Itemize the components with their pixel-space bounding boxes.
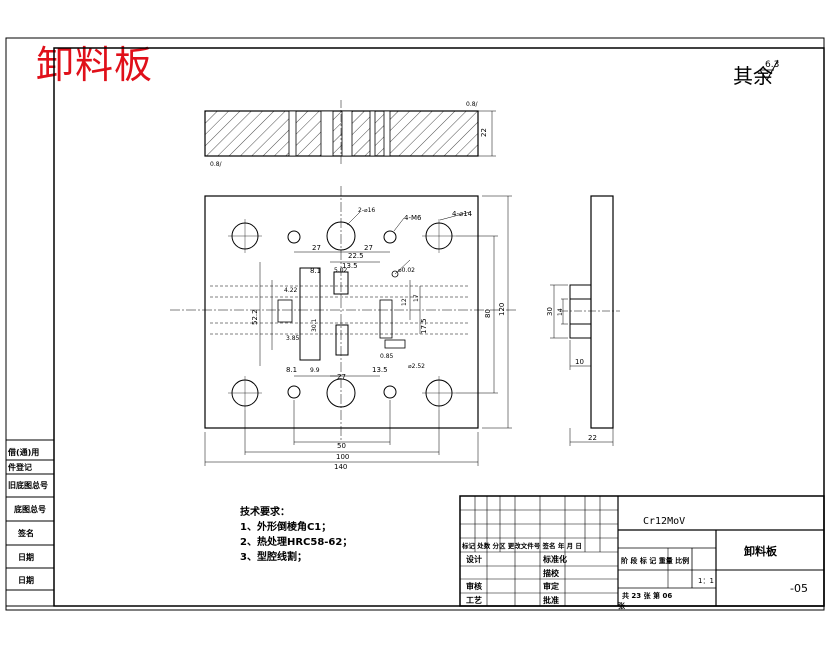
dim-27-bot: 27 bbox=[337, 373, 346, 381]
top-section-view: 22 0.8/ 0.8/ bbox=[204, 100, 496, 168]
scale-value: 1：1 bbox=[698, 577, 714, 585]
revision-headers: 标记 处数 分区 更改文件号 签名 年 月 日 bbox=[462, 542, 582, 550]
row-review-label: 审核 bbox=[466, 582, 482, 591]
dim-13-5-bot: 13.5 bbox=[372, 366, 388, 374]
strip-label-3: 旧底图总号 bbox=[8, 481, 48, 490]
inner-frame bbox=[53, 47, 825, 607]
stage-headers: 阶 段 标 记 重量 比例 bbox=[621, 557, 690, 565]
tech-heading: 技术要求： bbox=[240, 507, 290, 518]
tech-item-1: 1、外形倒棱角C1； bbox=[240, 522, 332, 533]
strip-label-7: 日期 bbox=[18, 576, 34, 585]
dim-17: 17 bbox=[413, 294, 420, 302]
row-approve-label: 审定 bbox=[543, 582, 559, 591]
dim-4-d14: 4-⌀14 bbox=[452, 210, 473, 218]
top-thickness: 22 bbox=[480, 128, 488, 137]
dim-30-1: 30.1 bbox=[311, 318, 318, 332]
roughness-symbol: 6.3 bbox=[759, 59, 779, 81]
dim-8-1-bot: 8.1 bbox=[286, 366, 297, 374]
dim-12: 12 bbox=[401, 298, 408, 306]
row-check-label: 描校 bbox=[543, 569, 559, 578]
side-dim-30: 30 bbox=[546, 307, 554, 316]
side-view: 30 14 10 22 bbox=[546, 195, 620, 446]
roughness-value: 6.3 bbox=[765, 60, 779, 70]
dim-22-5: 22.5 bbox=[348, 252, 364, 260]
dim-overall-width: 140 bbox=[334, 463, 347, 471]
row-process-label: 工艺 bbox=[466, 596, 482, 605]
part-name: 卸料板 bbox=[744, 545, 777, 558]
dim-5-02: 5.02 bbox=[334, 267, 348, 274]
tech-requirements: 技术要求： 1、外形倒棱角C1； 2、热处理HRC58-62； 3、型腔线割； bbox=[240, 505, 352, 565]
dim-d0-02: ⌀0.02 bbox=[398, 267, 415, 274]
left-strip bbox=[5, 439, 55, 607]
roughness-label: 其余 bbox=[733, 64, 773, 88]
dim-27-right: 27 bbox=[364, 244, 373, 252]
dim-8-1: 8.1 bbox=[310, 267, 321, 275]
strip-label-2: 件登记 bbox=[8, 463, 32, 472]
sheet-suffix: 张 bbox=[618, 602, 625, 610]
dim-0-85: 0.85 bbox=[380, 353, 394, 360]
dim-4-22: 4.22 bbox=[284, 287, 298, 294]
drawing-title-stamp: 卸料板 bbox=[36, 43, 154, 87]
dim-height-80: 80 bbox=[484, 309, 492, 318]
dim-4-m6: 4-M6 bbox=[404, 214, 422, 222]
row-ratify-label: 批准 bbox=[543, 596, 559, 605]
dim-2-d16: 2-⌀16 bbox=[358, 207, 375, 214]
dim-17-5: 17.5 bbox=[420, 318, 428, 334]
dim-height-120: 120 bbox=[498, 303, 506, 316]
strip-label-1: 借(通)用 bbox=[8, 448, 40, 457]
dim-9-9: 9.9 bbox=[310, 367, 320, 374]
side-dim-14: 14 bbox=[557, 308, 564, 316]
dim-d2-52: ⌀2.52 bbox=[408, 363, 425, 370]
dim-width-100: 100 bbox=[336, 453, 349, 461]
tech-item-2: 2、热处理HRC58-62； bbox=[240, 537, 353, 548]
dim-27-left: 27 bbox=[312, 244, 321, 252]
dim-width-50: 50 bbox=[337, 442, 346, 450]
sheet-info: 共 23 张 第 06 bbox=[622, 592, 673, 600]
dim-3-85: 3.85 bbox=[286, 335, 300, 342]
top-ra-right: 0.8/ bbox=[466, 101, 479, 108]
roughness-note: 其余 bbox=[733, 60, 773, 89]
side-dim-10: 10 bbox=[575, 358, 584, 366]
dim-13-5-top: 13.5 bbox=[342, 262, 358, 270]
strip-label-6: 日期 bbox=[18, 553, 34, 562]
top-ra-left: 0.8/ bbox=[210, 161, 223, 168]
dim-52-2: 52.2 bbox=[251, 309, 259, 325]
strip-label-5: 签名 bbox=[18, 529, 34, 538]
tech-item-3: 3、型腔线割； bbox=[240, 552, 307, 563]
strip-label-4: 底图总号 bbox=[14, 505, 46, 514]
plan-view: 140 100 50 120 80 4-⌀14 4-M6 2-⌀16 27 27… bbox=[170, 186, 516, 471]
row-design-label: 设计 bbox=[466, 555, 482, 564]
title-block bbox=[459, 495, 825, 607]
material-value: Cr12MoV bbox=[643, 516, 686, 527]
side-dim-22: 22 bbox=[588, 434, 597, 442]
row-standard-label: 标准化 bbox=[543, 555, 567, 564]
drawing-number: -05 bbox=[790, 582, 808, 595]
